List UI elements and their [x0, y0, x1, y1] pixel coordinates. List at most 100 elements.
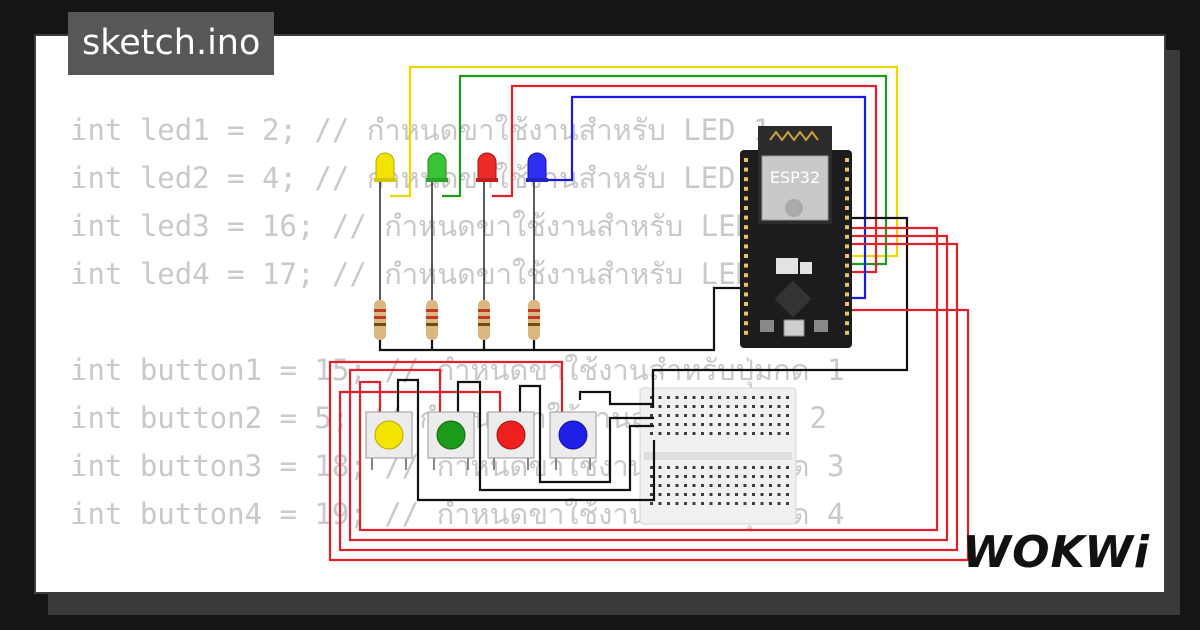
breadboard-hole — [718, 405, 721, 408]
breadboard-hole — [769, 396, 772, 399]
breadboard-hole — [718, 484, 721, 487]
esp32-pin — [845, 330, 849, 335]
breadboard-hole — [692, 414, 696, 417]
wire-button4-gnd — [578, 390, 654, 406]
breadboard-hole — [684, 466, 687, 469]
breadboard-hole — [777, 466, 781, 469]
breadboard-hole — [718, 396, 721, 399]
breadboard-hole — [726, 423, 730, 426]
breadboard-hole — [675, 414, 679, 417]
breadboard-hole — [684, 484, 687, 487]
breadboard-hole — [769, 484, 772, 487]
breadboard-hole — [718, 502, 721, 505]
esp32-pin — [845, 311, 849, 316]
breadboard-hole — [726, 475, 730, 478]
wire-resistor-drops — [430, 340, 536, 350]
breadboard-hole — [692, 493, 696, 496]
breadboard-hole — [692, 502, 696, 505]
esp32-pin — [744, 330, 748, 335]
breadboard-hole — [684, 414, 687, 417]
esp32-pin — [744, 292, 748, 297]
esp32-board: ESP32 — [740, 126, 852, 348]
breadboard-hole — [760, 493, 764, 496]
breadboard-hole — [709, 475, 713, 478]
esp32-pin — [845, 292, 849, 297]
breadboard-hole — [726, 484, 730, 487]
breadboard-hole — [735, 475, 738, 478]
breadboard-hole — [675, 396, 679, 399]
breadboard-hole — [692, 432, 696, 435]
breadboard-hole — [684, 502, 687, 505]
breadboard-hole — [667, 423, 670, 426]
esp32-pin — [845, 167, 849, 172]
wire-blue-led — [544, 95, 867, 300]
breadboard-hole — [726, 466, 730, 469]
breadboard-hole — [718, 432, 721, 435]
breadboard-hole — [701, 396, 704, 399]
breadboard-hole — [777, 432, 781, 435]
esp32-pin — [845, 186, 849, 191]
breadboard-hole — [760, 396, 764, 399]
file-title-tab[interactable]: sketch.ino — [68, 12, 275, 75]
breadboard-hole — [786, 502, 789, 505]
breadboard-hole — [786, 484, 789, 487]
led-red — [476, 152, 498, 182]
breadboard-hole — [769, 493, 772, 496]
breadboard-hole — [667, 493, 670, 496]
esp32-pin — [744, 186, 748, 191]
esp32-pin — [845, 321, 849, 326]
breadboard-hole — [752, 432, 755, 435]
breadboard-hole — [777, 502, 781, 505]
wire-green-led — [442, 74, 888, 266]
breadboard-hole — [675, 493, 679, 496]
breadboard-hole — [735, 396, 738, 399]
button-group — [365, 411, 597, 470]
breadboard-hole — [675, 432, 679, 435]
esp32-pin — [744, 244, 748, 249]
esp32-pin — [744, 234, 748, 239]
breadboard-hole — [675, 475, 679, 478]
esp32-pin — [845, 234, 849, 239]
wire-yellow-led — [390, 65, 899, 258]
breadboard-hole — [786, 396, 789, 399]
wire-button1 — [358, 226, 939, 532]
push-button-red[interactable] — [487, 411, 535, 459]
breadboard-hole — [650, 466, 653, 469]
breadboard-hole — [709, 414, 713, 417]
esp32-pin — [744, 311, 748, 316]
breadboard-hole — [760, 502, 764, 505]
breadboard-hole — [650, 432, 653, 435]
breadboard-hole — [692, 466, 696, 469]
esp32-pin — [845, 215, 849, 220]
breadboard-hole — [675, 405, 679, 408]
breadboard-hole — [760, 466, 764, 469]
breadboard-hole — [658, 502, 662, 505]
breadboard-hole — [701, 484, 704, 487]
breadboard-hole — [735, 423, 738, 426]
breadboard-hole — [684, 475, 687, 478]
esp32-pin — [744, 263, 748, 268]
resistor-4 — [528, 300, 540, 340]
breadboard-hole — [777, 405, 781, 408]
breadboard-hole — [777, 396, 781, 399]
breadboard-hole — [701, 493, 704, 496]
breadboard-hole — [709, 423, 713, 426]
breadboard-hole — [777, 484, 781, 487]
breadboard-hole — [701, 405, 704, 408]
esp32-pin — [845, 206, 849, 210]
breadboard-hole — [743, 466, 747, 469]
push-button-green[interactable] — [427, 411, 475, 459]
esp32-pin — [744, 177, 748, 182]
esp32-pin — [744, 282, 748, 287]
breadboard-hole — [692, 475, 696, 478]
push-button-yellow[interactable] — [365, 411, 413, 459]
code-line: int led2 = 4; // กำหนดขาใช้งานสำหรับ LED… — [70, 161, 771, 195]
breadboard-hole — [667, 484, 670, 487]
wire-button4 — [328, 308, 970, 562]
breadboard-hole — [786, 432, 789, 435]
push-button-blue[interactable] — [549, 411, 597, 459]
breadboard-hole — [777, 493, 781, 496]
breadboard-hole — [760, 414, 764, 417]
breadboard-hole — [658, 493, 662, 496]
